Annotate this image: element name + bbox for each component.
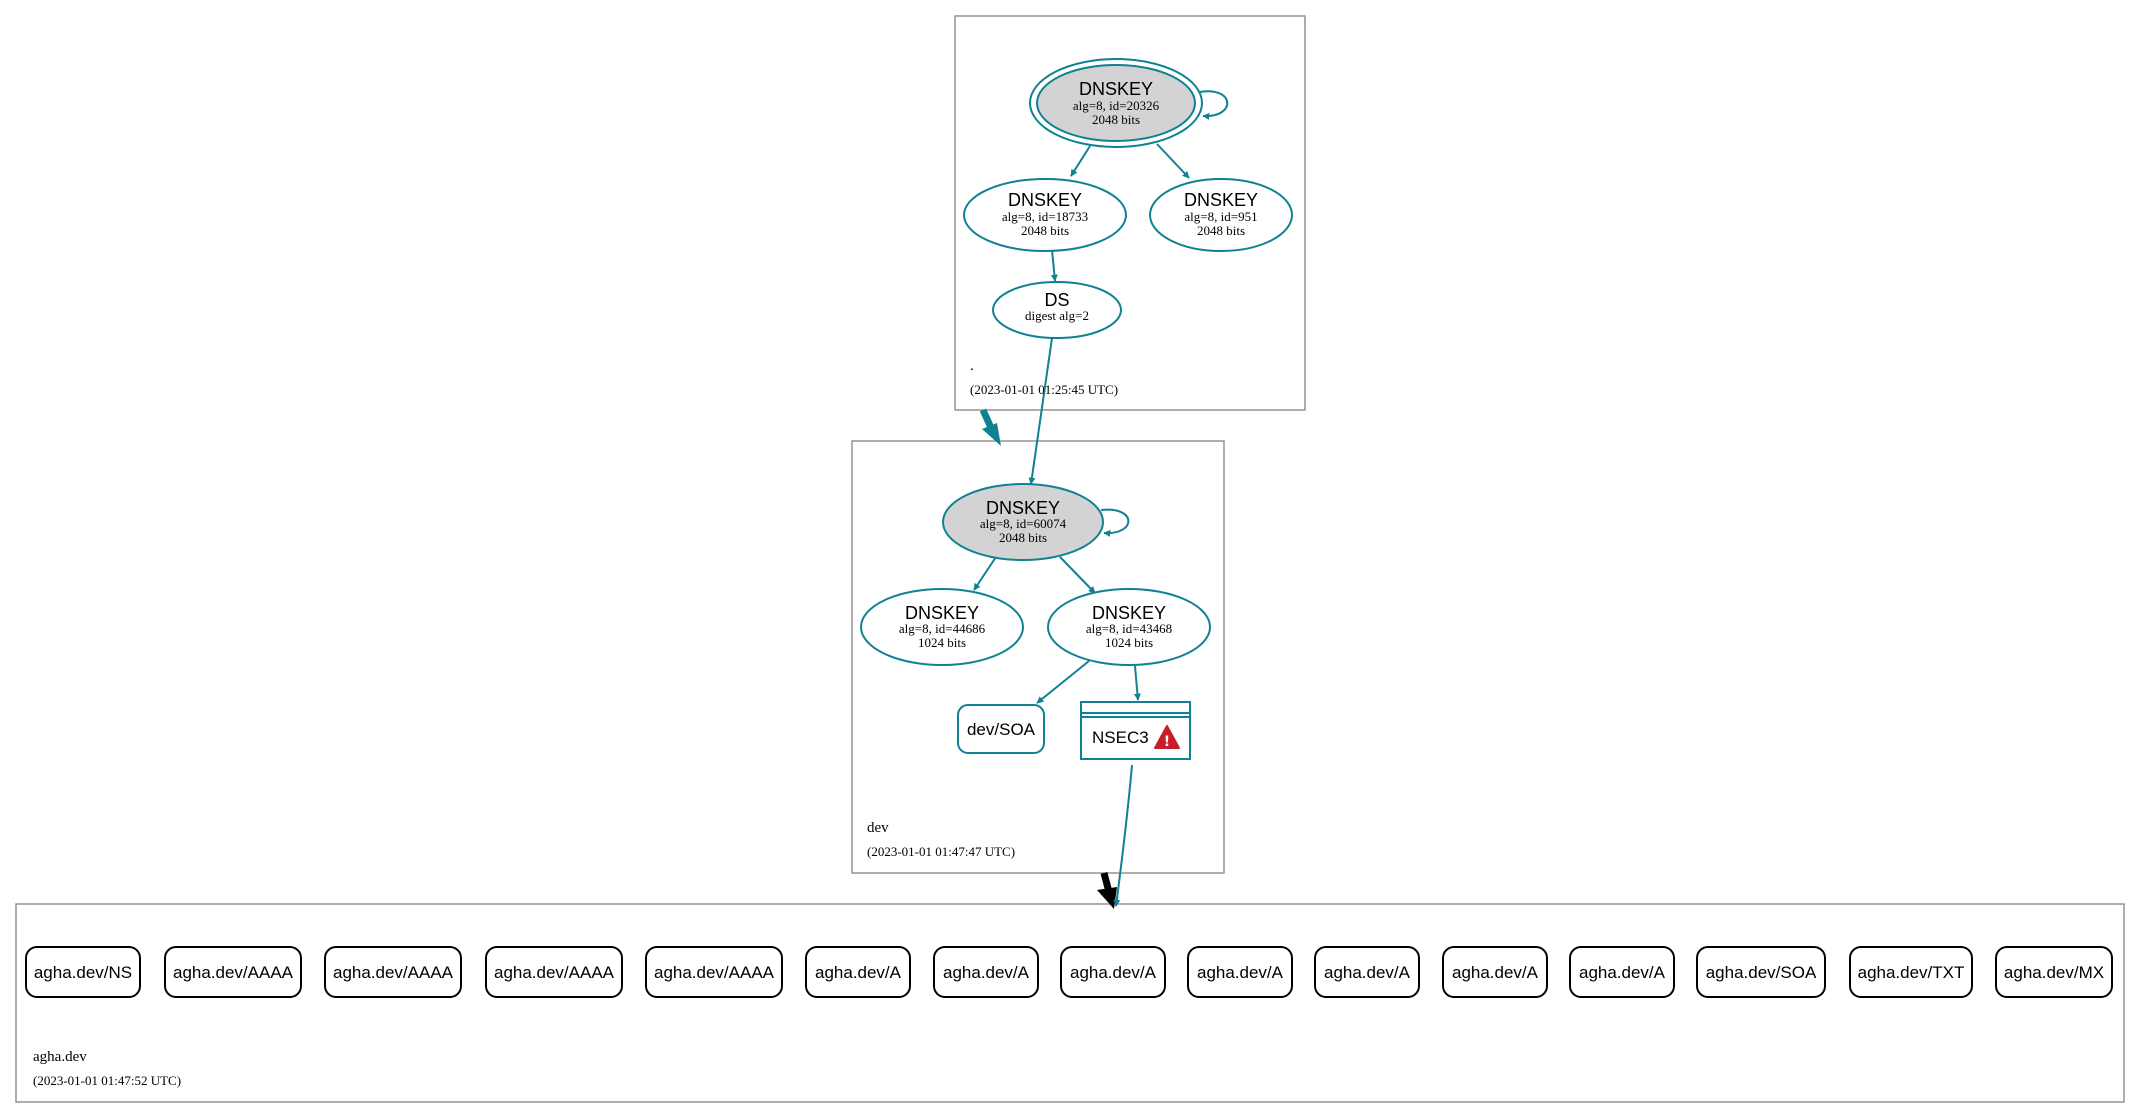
dev-zsk43468-type: DNSKEY bbox=[1092, 603, 1166, 623]
agha-record-node[interactable]: agha.dev/A bbox=[1442, 946, 1548, 998]
root-ksk-params: alg=8, id=20326 bbox=[1073, 98, 1160, 113]
dev-ksk-node[interactable]: DNSKEY alg=8, id=60074 2048 bits bbox=[942, 483, 1104, 561]
agha-record-node[interactable]: agha.dev/AAAA bbox=[164, 946, 302, 998]
dev-ksk-params: alg=8, id=60074 bbox=[980, 516, 1067, 531]
dev-zsk44686-params: alg=8, id=44686 bbox=[899, 621, 986, 636]
agha-record-node[interactable]: agha.dev/A bbox=[1314, 946, 1420, 998]
agha-record-node[interactable]: agha.dev/AAAA bbox=[324, 946, 462, 998]
root-zsk951-node[interactable]: DNSKEY alg=8, id=951 2048 bits bbox=[1149, 178, 1293, 252]
dev-zsk44686-type: DNSKEY bbox=[905, 603, 979, 623]
root-zsk951-size: 2048 bits bbox=[1197, 223, 1245, 238]
agha-record-label: agha.dev/A bbox=[943, 963, 1030, 982]
dev-ksk-to-zsk44686-edge bbox=[973, 556, 997, 591]
root-zsk18733-node[interactable]: DNSKEY alg=8, id=18733 2048 bits bbox=[963, 178, 1127, 252]
dev-soa-label: dev/SOA bbox=[967, 720, 1036, 739]
dev-zsk44686-size: 1024 bits bbox=[918, 635, 966, 650]
agha-record-label: agha.dev/A bbox=[815, 963, 902, 982]
root-zsk18733-size: 2048 bits bbox=[1021, 223, 1069, 238]
root-zsk-to-ds-edge bbox=[1050, 249, 1058, 282]
agha-record-node[interactable]: agha.dev/SOA bbox=[1696, 946, 1826, 998]
dev-nsec3-node[interactable]: NSEC3 ! bbox=[1080, 701, 1191, 760]
dev-zsk43468-size: 1024 bits bbox=[1105, 635, 1153, 650]
agha-record-node[interactable]: agha.dev/TXT bbox=[1849, 946, 1973, 998]
root-zsk951-type: DNSKEY bbox=[1184, 190, 1258, 210]
agha-record-label: agha.dev/AAAA bbox=[333, 963, 454, 982]
agha-zone-name: agha.dev bbox=[33, 1049, 87, 1065]
dev-soa-node[interactable]: dev/SOA bbox=[957, 704, 1045, 754]
dev-zsk-to-soa-edge bbox=[1036, 660, 1090, 704]
agha-record-label: agha.dev/TXT bbox=[1858, 963, 1965, 982]
agha-record-label: agha.dev/SOA bbox=[1706, 963, 1817, 982]
dev-zsk43468-node[interactable]: DNSKEY alg=8, id=43468 1024 bits bbox=[1047, 588, 1211, 666]
agha-record-label: agha.dev/A bbox=[1070, 963, 1157, 982]
agha-record-node[interactable]: agha.dev/NS bbox=[25, 946, 141, 998]
dev-to-agha-delegation-arrow bbox=[1097, 872, 1117, 909]
agha-records-row: agha.dev/NS agha.dev/AAAA agha.dev/AAAA agh… bbox=[25, 946, 2113, 998]
dev-zsk44686-node[interactable]: DNSKEY alg=8, id=44686 1024 bits bbox=[860, 588, 1024, 666]
root-ds-type: DS bbox=[1044, 290, 1069, 310]
dev-zone-name: dev bbox=[867, 820, 889, 836]
root-zsk18733-params: alg=8, id=18733 bbox=[1002, 209, 1088, 224]
dev-ksk-self-loop bbox=[1100, 508, 1130, 537]
root-ds-node[interactable]: DS digest alg=2 bbox=[992, 281, 1122, 339]
root-ksk-to-zsk18733-edge bbox=[1070, 145, 1091, 177]
agha-record-label: agha.dev/AAAA bbox=[173, 963, 294, 982]
agha-record-node[interactable]: agha.dev/AAAA bbox=[485, 946, 623, 998]
dev-zsk43468-params: alg=8, id=43468 bbox=[1086, 621, 1172, 636]
agha-record-node[interactable]: agha.dev/A bbox=[805, 946, 911, 998]
agha-record-node[interactable]: agha.dev/MX bbox=[1995, 946, 2113, 998]
agha-record-label: agha.dev/A bbox=[1197, 963, 1284, 982]
agha-record-label: agha.dev/A bbox=[1452, 963, 1539, 982]
warning-icon[interactable]: ! bbox=[1154, 725, 1180, 750]
agha-zone-box bbox=[15, 903, 2125, 1103]
root-ksk-size: 2048 bits bbox=[1092, 112, 1140, 127]
dev-ksk-to-zsk43468-edge bbox=[1059, 556, 1096, 594]
agha-zone-timestamp: (2023-01-01 01:47:52 UTC) bbox=[33, 1073, 181, 1088]
agha-record-label: agha.dev/A bbox=[1324, 963, 1411, 982]
root-zone-name: . bbox=[970, 358, 974, 374]
agha-record-label: agha.dev/AAAA bbox=[654, 963, 775, 982]
agha-record-node[interactable]: agha.dev/A bbox=[933, 946, 1039, 998]
root-to-dev-delegation-arrow bbox=[979, 408, 1001, 446]
svg-text:!: ! bbox=[1164, 734, 1170, 750]
dev-nsec3-label: NSEC3 bbox=[1092, 728, 1149, 747]
agha-record-node[interactable]: agha.dev/AAAA bbox=[645, 946, 783, 998]
dev-zone-timestamp: (2023-01-01 01:47:47 UTC) bbox=[867, 844, 1015, 859]
root-zsk951-params: alg=8, id=951 bbox=[1184, 209, 1257, 224]
root-ds-params: digest alg=2 bbox=[1025, 308, 1089, 323]
root-zsk18733-type: DNSKEY bbox=[1008, 190, 1082, 210]
agha-record-node[interactable]: agha.dev/A bbox=[1569, 946, 1675, 998]
dev-ksk-type: DNSKEY bbox=[986, 498, 1060, 518]
root-ksk-node[interactable]: DNSKEY alg=8, id=20326 2048 bits bbox=[1029, 58, 1203, 148]
agha-record-label: agha.dev/NS bbox=[34, 963, 132, 982]
root-ksk-self-loop bbox=[1198, 90, 1229, 120]
dev-ksk-size: 2048 bits bbox=[999, 530, 1047, 545]
root-ksk-to-zsk951-edge bbox=[1156, 143, 1190, 179]
agha-record-label: agha.dev/MX bbox=[2004, 963, 2104, 982]
dev-zsk-to-nsec3-edge bbox=[1133, 665, 1141, 701]
agha-record-label: agha.dev/A bbox=[1579, 963, 1666, 982]
agha-record-node[interactable]: agha.dev/A bbox=[1187, 946, 1293, 998]
agha-record-label: agha.dev/AAAA bbox=[494, 963, 615, 982]
root-ksk-type: DNSKEY bbox=[1079, 79, 1153, 99]
root-zone-timestamp: (2023-01-01 01:25:45 UTC) bbox=[970, 382, 1118, 397]
agha-record-node[interactable]: agha.dev/A bbox=[1060, 946, 1166, 998]
ds-to-dev-ksk-edge bbox=[1028, 337, 1053, 485]
nsec3-to-agha-edge bbox=[1113, 764, 1133, 907]
